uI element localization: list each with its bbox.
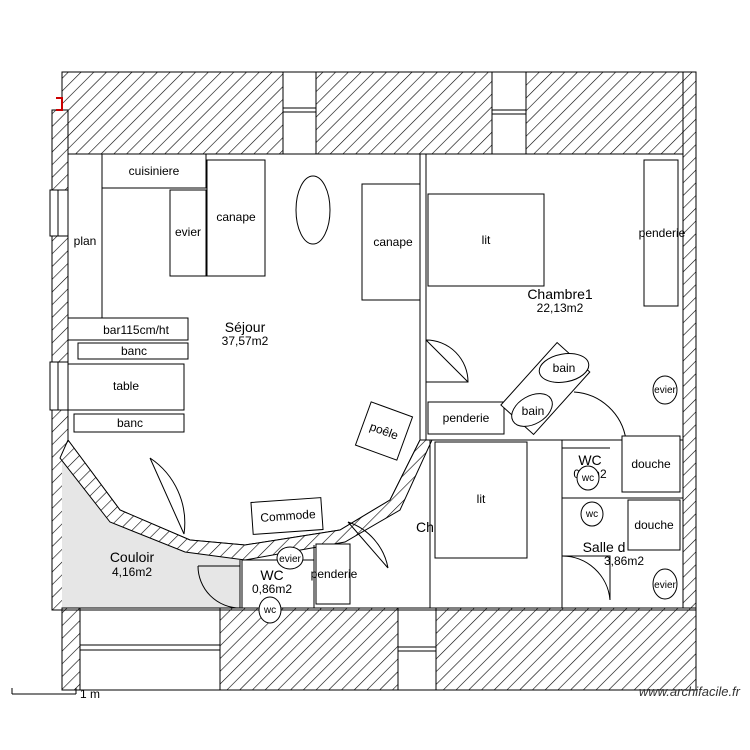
watermark: www.archifacile.fr	[639, 684, 741, 699]
wc-bowl-2-label: wc	[585, 509, 598, 520]
evier-wc-label: evier	[279, 554, 301, 565]
bain-1-label: bain	[553, 361, 576, 375]
cuisiniere-label: cuisiniere	[129, 164, 180, 178]
evier-ch1-label: evier	[654, 385, 676, 396]
scale-label: 1 m	[80, 687, 100, 701]
table	[67, 363, 185, 411]
sejour-area: 37,57m2	[222, 334, 269, 348]
wc-bowl-1	[576, 465, 600, 491]
chambre1-name: Chambre1	[527, 286, 593, 302]
douche-2	[627, 499, 681, 551]
canape-2	[361, 183, 421, 301]
wc-main-name: WC	[260, 567, 283, 583]
penderie-3	[315, 543, 351, 605]
wc-main-area: 0,86m2	[252, 582, 292, 596]
banc-1-label: banc	[121, 344, 147, 358]
sejour-furniture: cuisiniere plan evier canape canape bar1…	[67, 153, 421, 535]
douche-2-label: douche	[634, 518, 674, 532]
evier-ch1	[652, 375, 678, 405]
penderie-2-label: penderie	[443, 411, 490, 425]
sejour-name: Séjour	[225, 319, 266, 335]
penderie-1-label: penderie	[639, 226, 686, 240]
bar	[67, 317, 189, 341]
salle-area: 3,86m2	[604, 554, 644, 568]
penderie-2	[427, 401, 505, 435]
commode	[250, 497, 324, 535]
bain-2-label: bain	[522, 404, 545, 418]
poele	[354, 401, 414, 461]
couloir-area: 4,16m2	[112, 565, 152, 579]
chambre1-furniture: lit penderie penderie bain bain evier Ch…	[427, 159, 686, 436]
wc-bowl-2	[580, 501, 604, 527]
canape-1-label: canape	[216, 210, 256, 224]
wc-bowl-main-label: wc	[263, 605, 276, 616]
wc-couloir: WC 0,86m2 evier wc penderie Couloir 4,16…	[110, 543, 358, 624]
wc-bowl-1-label: wc	[581, 473, 594, 484]
bar-label: bar115cm/ht	[103, 323, 169, 337]
evier-salle-label: evier	[654, 580, 676, 591]
bain-2	[511, 393, 553, 427]
lit-2-label: lit	[477, 492, 486, 506]
banc-2-label: banc	[117, 416, 143, 430]
lit-2	[434, 441, 528, 559]
wc-small-name: WC	[578, 452, 601, 468]
penderie-3-label: penderie	[311, 567, 358, 581]
table-label: table	[113, 379, 139, 393]
bain-1	[538, 353, 590, 383]
lit-1	[427, 193, 545, 287]
evier-sejour-label: evier	[175, 225, 201, 239]
plan	[67, 153, 103, 319]
scale-bar: 1 m	[11, 687, 100, 701]
chambre2-furniture: lit Ch douche douche WC 0,..m2 wc wc Sal…	[416, 435, 681, 600]
canape-2-label: canape	[373, 235, 413, 249]
evier-sejour	[169, 189, 207, 277]
banc-1	[77, 342, 189, 360]
wc-bowl-main	[258, 596, 282, 624]
couloir-name: Couloir	[110, 549, 155, 565]
wc-main-box	[241, 559, 315, 609]
evier-wc	[276, 546, 304, 570]
doors	[149, 339, 627, 609]
commode-label: Commode	[260, 507, 317, 525]
lit-1-label: lit	[482, 233, 491, 247]
walls	[49, 71, 697, 691]
chambre1-area: 22,13m2	[537, 301, 584, 315]
table-oval	[295, 175, 331, 245]
douche-1-label: douche	[631, 457, 671, 471]
douche-1	[621, 435, 681, 493]
canape-1	[206, 159, 266, 277]
room-outlines	[59, 153, 697, 611]
penderie-1	[643, 159, 679, 307]
couloir-floor	[62, 455, 240, 608]
salle-name: Salle d	[583, 539, 626, 555]
chambre2-name: Ch	[416, 519, 434, 535]
banc-2	[73, 413, 185, 433]
plan-label: plan	[74, 234, 97, 248]
evier-salle	[652, 568, 678, 600]
